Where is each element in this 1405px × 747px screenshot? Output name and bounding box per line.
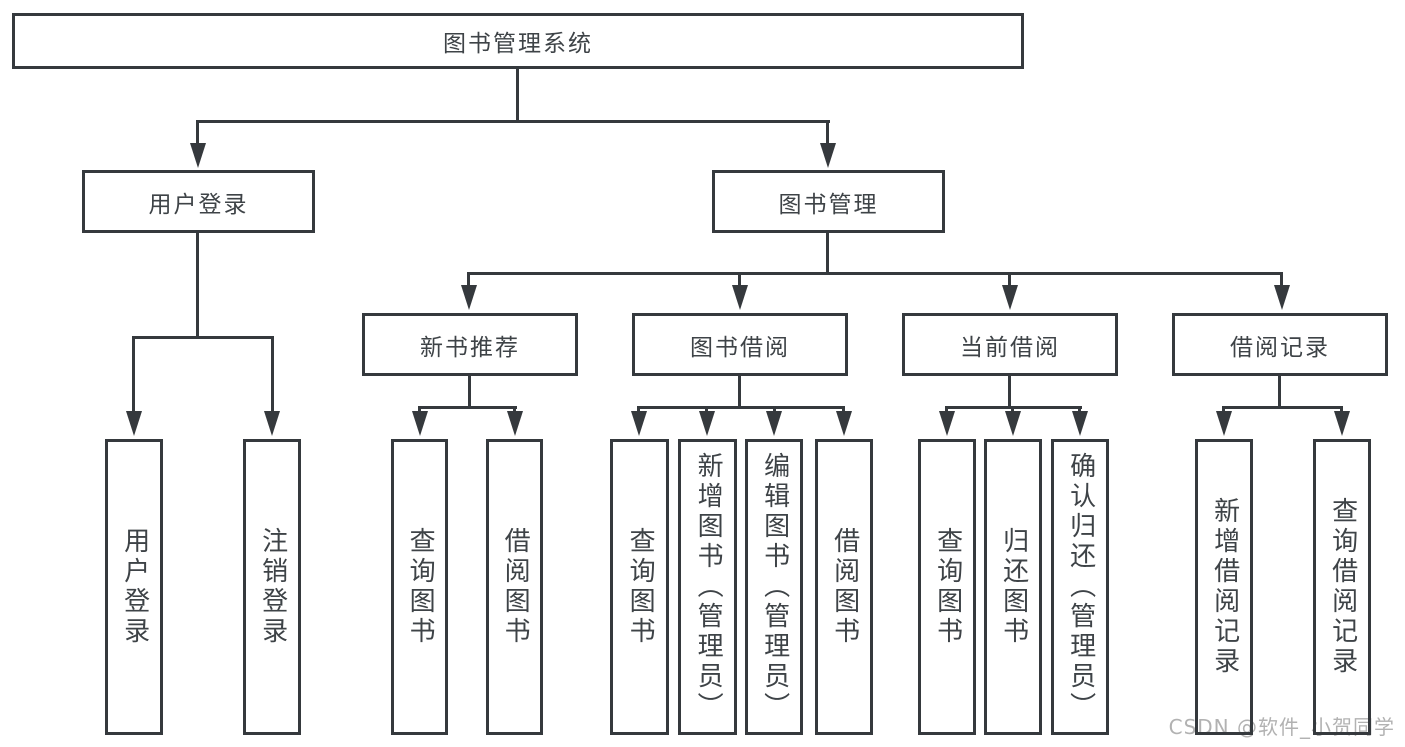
node-label: 图书管理	[778, 191, 879, 218]
leaf-borrow-books-borrowing: 借阅图书	[815, 439, 873, 735]
leaf-add-borrow-record: 新增借阅记录	[1195, 439, 1253, 735]
node-label: 查询图书	[932, 527, 963, 647]
leaf-edit-books-admin: 编辑图书（管理员）	[745, 439, 803, 735]
connector-drop	[271, 336, 274, 414]
connector-drop	[945, 406, 948, 414]
connector-user-login-branch	[132, 336, 274, 339]
leaf-query-books-recommend: 查询图书	[391, 439, 448, 735]
connector-book-mgmt-stem	[826, 233, 829, 275]
connector-root-stem	[516, 68, 519, 123]
connector-root-branch	[196, 120, 830, 123]
connector-records-stem	[1278, 376, 1281, 408]
node-label: 查询借阅记录	[1327, 497, 1358, 677]
leaf-return-books: 归还图书	[984, 439, 1042, 735]
connector-drop	[513, 406, 516, 414]
connector-drop	[196, 120, 199, 148]
arrow-down-icon	[939, 411, 955, 436]
arrow-down-icon	[836, 411, 852, 436]
connector-recommend-stem	[468, 376, 471, 408]
leaf-confirm-return-admin: 确认归还（管理员）	[1051, 439, 1109, 735]
arrow-down-icon	[1072, 411, 1088, 436]
connector-drop	[132, 336, 135, 414]
node-label: 查询图书	[625, 527, 656, 647]
node-label: 图书借阅	[690, 334, 790, 361]
node-book-borrowing: 图书借阅	[632, 313, 848, 376]
connector-drop	[467, 272, 470, 288]
connector-drop	[1078, 406, 1081, 414]
node-label: 注销登录	[257, 527, 288, 647]
node-label: 用户登录	[148, 191, 249, 218]
arrow-down-icon	[412, 411, 428, 436]
node-label: 借阅图书	[829, 527, 860, 647]
node-library-system: 图书管理系统	[12, 13, 1024, 69]
arrow-down-icon	[190, 143, 206, 168]
connector-drop	[637, 406, 640, 414]
connector-records-branch	[1222, 406, 1343, 409]
connector-drop	[842, 406, 845, 414]
arrow-down-icon	[126, 411, 142, 436]
connector-drop	[705, 406, 708, 414]
connector-drop	[1008, 272, 1011, 288]
connector-drop	[738, 272, 741, 288]
leaf-query-borrow-record: 查询借阅记录	[1313, 439, 1371, 735]
node-label: 新书推荐	[420, 334, 520, 361]
arrow-down-icon	[820, 143, 836, 168]
node-label: 查询图书	[405, 527, 436, 647]
node-label: 借阅记录	[1230, 334, 1330, 361]
connector-book-mgmt-branch	[467, 272, 1283, 275]
arrow-down-icon	[1216, 411, 1232, 436]
arrow-down-icon	[1274, 285, 1290, 310]
connector-drop	[1011, 406, 1014, 414]
watermark: CSDN @软件_小贺同学	[1168, 715, 1395, 739]
connector-drop	[418, 406, 421, 414]
connector-borrowing-stem	[738, 376, 741, 408]
node-label: 新增借阅记录	[1209, 497, 1240, 677]
arrow-down-icon	[1334, 411, 1350, 436]
node-label: 借阅图书	[500, 527, 531, 647]
arrow-down-icon	[631, 411, 647, 436]
connector-drop	[1222, 406, 1225, 414]
arrow-down-icon	[507, 411, 523, 436]
node-label: 用户登录	[119, 527, 150, 647]
connector-recommend-branch	[418, 406, 517, 409]
connector-user-login-stem	[196, 233, 199, 339]
leaf-user-login: 用户登录	[105, 439, 163, 735]
node-label: 当前借阅	[960, 334, 1060, 361]
leaf-logout: 注销登录	[243, 439, 301, 735]
node-label: 图书管理系统	[443, 31, 593, 57]
node-user-login-group: 用户登录	[82, 170, 315, 233]
leaf-add-books-admin: 新增图书（管理员）	[678, 439, 737, 735]
arrow-down-icon	[1005, 411, 1021, 436]
node-label: 确认归还（管理员）	[1065, 452, 1096, 722]
node-label: 新增图书（管理员）	[693, 452, 724, 722]
node-book-management: 图书管理	[712, 170, 945, 233]
arrow-down-icon	[699, 411, 715, 436]
leaf-borrow-books-recommend: 借阅图书	[486, 439, 543, 735]
arrow-down-icon	[732, 285, 748, 310]
arrow-down-icon	[264, 411, 280, 436]
arrow-down-icon	[1002, 285, 1018, 310]
connector-drop	[826, 120, 829, 148]
node-label: 归还图书	[998, 527, 1029, 647]
connector-drop	[1340, 406, 1343, 414]
node-label: 编辑图书（管理员）	[759, 452, 790, 722]
node-current-borrowing: 当前借阅	[902, 313, 1118, 376]
connector-current-stem	[1008, 376, 1011, 408]
node-borrowing-records: 借阅记录	[1172, 313, 1388, 376]
arrow-down-icon	[766, 411, 782, 436]
leaf-query-books-current: 查询图书	[918, 439, 976, 735]
leaf-query-books-borrowing: 查询图书	[610, 439, 669, 735]
connector-borrowing-branch	[637, 406, 845, 409]
node-new-book-recommend: 新书推荐	[362, 313, 578, 376]
connector-drop	[1280, 272, 1283, 288]
connector-drop	[773, 406, 776, 414]
arrow-down-icon	[461, 285, 477, 310]
